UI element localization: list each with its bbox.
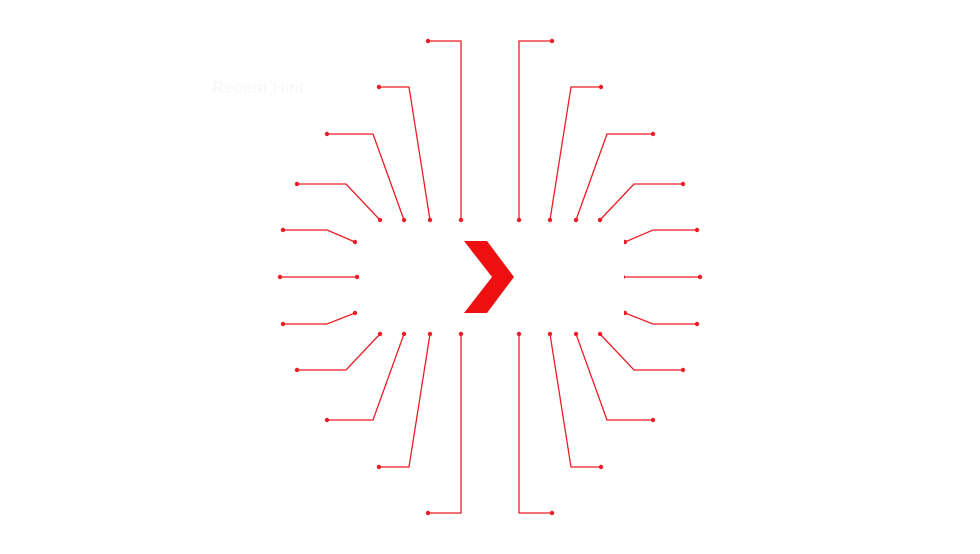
circuit-trace-line bbox=[575, 333, 653, 421]
circuit-trace-line bbox=[379, 333, 431, 468]
forward-chevron-icon bbox=[464, 241, 514, 313]
trace-end-node bbox=[280, 227, 286, 233]
trace-end-node bbox=[697, 274, 703, 280]
circuit-trace-line bbox=[624, 312, 697, 325]
trace-start-node bbox=[427, 331, 433, 337]
chip-core bbox=[378, 226, 624, 330]
trace-start-node bbox=[597, 331, 603, 337]
trace-start-node bbox=[377, 217, 383, 223]
trace-end-node bbox=[650, 131, 656, 137]
trace-end-node bbox=[294, 181, 300, 187]
trace-end-node bbox=[324, 417, 330, 423]
circuit-trace-line bbox=[624, 229, 697, 243]
circuit-trace-line bbox=[599, 183, 683, 221]
trace-start-node bbox=[547, 217, 553, 223]
trace-start-node bbox=[547, 331, 553, 337]
trace-end-node bbox=[694, 227, 700, 233]
circuit-trace-line bbox=[549, 86, 601, 221]
trace-end-node bbox=[598, 84, 604, 90]
trace-start-node bbox=[354, 274, 360, 280]
trace-end-node bbox=[277, 274, 283, 280]
trace-start-node bbox=[352, 239, 358, 245]
right-bracket-mark bbox=[524, 262, 588, 292]
trace-end-node bbox=[280, 321, 286, 327]
trace-end-node bbox=[376, 84, 382, 90]
trace-start-node bbox=[516, 217, 522, 223]
trace-start-node bbox=[573, 331, 579, 337]
faint-caption-text: Recent Hint bbox=[212, 78, 305, 97]
circuit-trace-line bbox=[283, 312, 356, 325]
circuit-trace-line bbox=[297, 183, 381, 221]
circuit-trace-line bbox=[428, 40, 462, 220]
trace-end-node bbox=[549, 510, 555, 516]
trace-start-node bbox=[427, 217, 433, 223]
trace-end-node bbox=[694, 321, 700, 327]
circuit-trace-line bbox=[283, 229, 356, 243]
circuit-trace-line bbox=[379, 86, 431, 221]
trace-start-node bbox=[352, 310, 358, 316]
circuit-trace-line bbox=[549, 333, 601, 468]
circuit-trace-line bbox=[428, 334, 462, 514]
circuit-trace-line bbox=[518, 40, 552, 220]
circuit-trace-line bbox=[297, 333, 381, 371]
circuit-trace-line bbox=[518, 334, 552, 514]
trace-end-node bbox=[294, 367, 300, 373]
trace-end-node bbox=[425, 38, 431, 44]
trace-start-node bbox=[458, 217, 464, 223]
circuit-trace-line bbox=[327, 333, 405, 421]
circuit-trace-line bbox=[599, 333, 683, 371]
circuit-trace-line bbox=[327, 133, 405, 221]
trace-end-node bbox=[680, 181, 686, 187]
trace-start-node bbox=[377, 331, 383, 337]
trace-end-node bbox=[650, 417, 656, 423]
circuit-traces bbox=[277, 38, 703, 516]
trace-end-node bbox=[324, 131, 330, 137]
trace-end-node bbox=[425, 510, 431, 516]
trace-start-node bbox=[597, 217, 603, 223]
trace-end-node bbox=[680, 367, 686, 373]
trace-start-node bbox=[401, 217, 407, 223]
trace-end-node bbox=[598, 464, 604, 470]
trace-start-node bbox=[573, 217, 579, 223]
trace-start-node bbox=[458, 331, 464, 337]
trace-end-node bbox=[376, 464, 382, 470]
trace-start-node bbox=[401, 331, 407, 337]
circuit-trace-line bbox=[575, 133, 653, 221]
trace-end-node bbox=[549, 38, 555, 44]
trace-start-node bbox=[516, 331, 522, 337]
left-bracket-mark bbox=[416, 262, 448, 292]
